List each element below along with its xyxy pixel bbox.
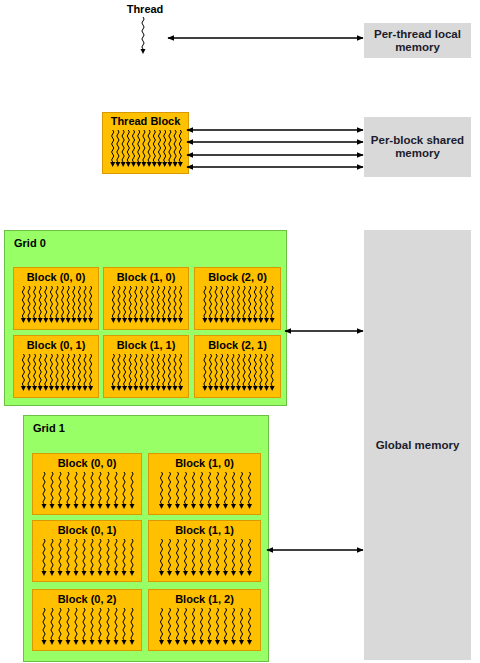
block-label: Block (1, 0) — [149, 457, 260, 469]
memory-text-wrap: Per-thread local memory — [368, 28, 467, 54]
block-label: Block (1, 1) — [104, 339, 188, 351]
block-label: Block (2, 0) — [195, 271, 280, 283]
thread-icon: Thread — [120, 1, 170, 61]
memory-access-arrow — [267, 549, 363, 550]
memory-access-arrow — [187, 166, 363, 167]
memory-box: Global memory — [364, 230, 471, 660]
block-box: Block (0, 2) — [32, 589, 142, 651]
thread-squiggles — [195, 286, 282, 326]
block-box: Block (0, 1) — [32, 520, 142, 582]
thread-squiggles — [149, 472, 262, 511]
block-label: Block (1, 2) — [149, 593, 260, 605]
memory-label: Global memory — [376, 439, 460, 452]
block-label: Block (0, 0) — [14, 271, 98, 283]
thread-label: Thread — [120, 3, 170, 15]
memory-access-arrow — [187, 141, 363, 142]
memory-access-arrow — [285, 330, 363, 331]
thread-squiggles — [33, 472, 143, 511]
memory-access-arrow — [168, 37, 363, 38]
thread-squiggles — [149, 539, 262, 578]
block-box: Block (1, 0) — [148, 453, 261, 515]
thread-squiggles — [149, 608, 262, 647]
block-label: Block (0, 2) — [33, 593, 141, 605]
block-label: Block (2, 1) — [195, 339, 280, 351]
thread-squiggles — [104, 286, 190, 326]
block-box: Block (1, 1) — [148, 520, 261, 582]
grid-box: Grid 1 Block (0, 0) Block (1, 0) Block (0, … — [23, 415, 269, 662]
block-box: Block (1, 1) — [103, 335, 189, 398]
grid-label: Grid 0 — [14, 237, 46, 249]
thread-squiggles — [195, 354, 282, 394]
grid-box: Grid 0 Block (0, 0) Block (1, 0) Block (2, … — [4, 230, 287, 406]
block-box: Block (0, 1) — [13, 335, 99, 398]
block-box: Block (1, 0) — [103, 267, 189, 330]
memory-access-arrow — [187, 129, 363, 130]
thread-block-box: Thread Block — [102, 112, 189, 174]
block-label: Block (1, 0) — [104, 271, 188, 283]
block-label: Block (0, 0) — [33, 457, 141, 469]
memory-access-arrow — [187, 154, 363, 155]
thread-squiggles — [120, 17, 170, 57]
thread-squiggles — [33, 539, 143, 578]
thread-block-label: Thread Block — [103, 115, 188, 127]
block-box: Block (0, 0) — [13, 267, 99, 330]
grid-label: Grid 1 — [33, 422, 65, 434]
block-label: Block (0, 1) — [33, 524, 141, 536]
memory-box: Per-block shared memory — [364, 117, 471, 177]
memory-label: Per-thread local memory — [368, 28, 467, 54]
thread-squiggles — [33, 608, 143, 647]
block-box: Block (2, 1) — [194, 335, 281, 398]
memory-text-wrap: Per-block shared memory — [368, 134, 467, 160]
memory-label: Per-block shared memory — [368, 134, 467, 160]
thread-squiggles — [14, 354, 100, 394]
memory-box: Per-thread local memory — [364, 23, 471, 58]
block-box: Block (1, 2) — [148, 589, 261, 651]
block-box: Block (0, 0) — [32, 453, 142, 515]
block-box: Block (2, 0) — [194, 267, 281, 330]
thread-squiggles — [103, 130, 190, 170]
block-label: Block (1, 1) — [149, 524, 260, 536]
thread-squiggles — [104, 354, 190, 394]
block-label: Block (0, 1) — [14, 339, 98, 351]
thread-squiggles — [14, 286, 100, 326]
memory-text-wrap: Global memory — [376, 439, 460, 452]
